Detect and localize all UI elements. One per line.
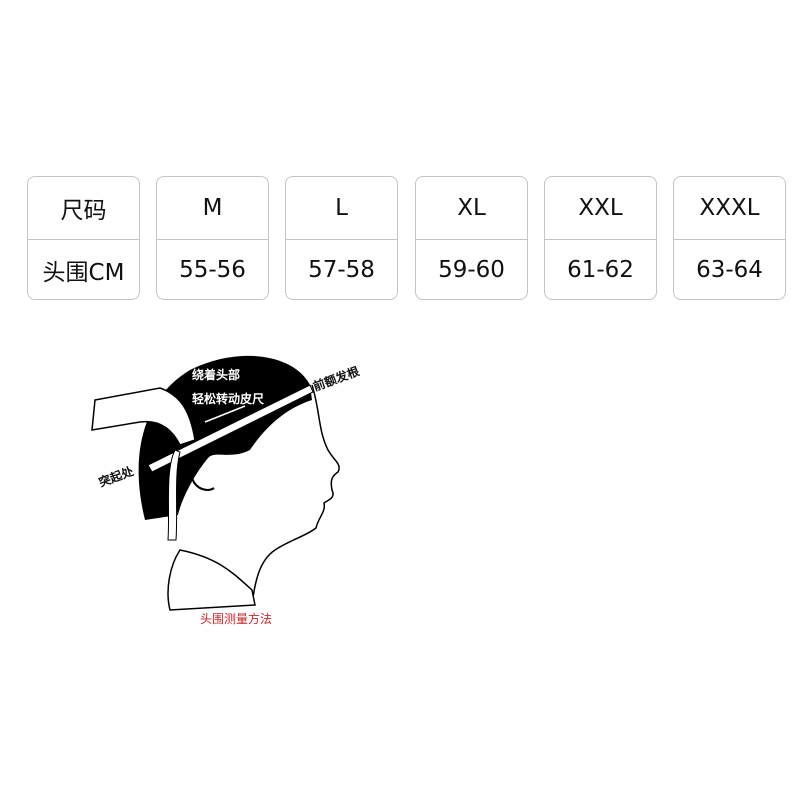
- size-value: XXXL: [674, 177, 785, 240]
- rotate-arrow: [204, 405, 246, 423]
- range-value: 55-56: [179, 257, 246, 283]
- size-card-xxxl: XXXL 63-64: [673, 176, 786, 300]
- size-value: L: [286, 177, 397, 240]
- ear: [190, 448, 215, 491]
- size-card-xl: XL 59-60: [415, 176, 528, 300]
- head-measurement-illustration: 绕着头部 轻松转动皮尺 前额发根 突起处 头围测量方法: [80, 340, 380, 640]
- header-card: 尺码 头围CM: [27, 176, 140, 300]
- instruction-line-1: 绕着头部: [192, 368, 241, 382]
- hand: [91, 387, 196, 446]
- caption: 头围测量方法: [200, 612, 273, 626]
- range-value: 59-60: [438, 257, 505, 283]
- range-value: 63-64: [696, 257, 763, 283]
- range-value: 57-58: [308, 257, 375, 283]
- hanging-tape: [167, 449, 181, 541]
- range-value: 61-62: [567, 257, 634, 283]
- size-card-m: M 55-56: [156, 176, 269, 300]
- hair: [138, 355, 312, 520]
- size-value: M: [157, 177, 268, 240]
- face-outline: [251, 384, 340, 606]
- size-value: XXL: [545, 177, 656, 240]
- instruction-line-2: 轻松转动皮尺: [192, 392, 265, 406]
- head-drawing: [91, 355, 340, 611]
- size-header: 尺码: [28, 177, 139, 240]
- collar: [167, 549, 256, 611]
- measuring-tape: [147, 384, 314, 473]
- size-card-xxl: XXL 61-62: [544, 176, 657, 300]
- size-value: XL: [416, 177, 527, 240]
- head-circumference-header: 头围CM: [42, 260, 125, 286]
- size-card-l: L 57-58: [285, 176, 398, 300]
